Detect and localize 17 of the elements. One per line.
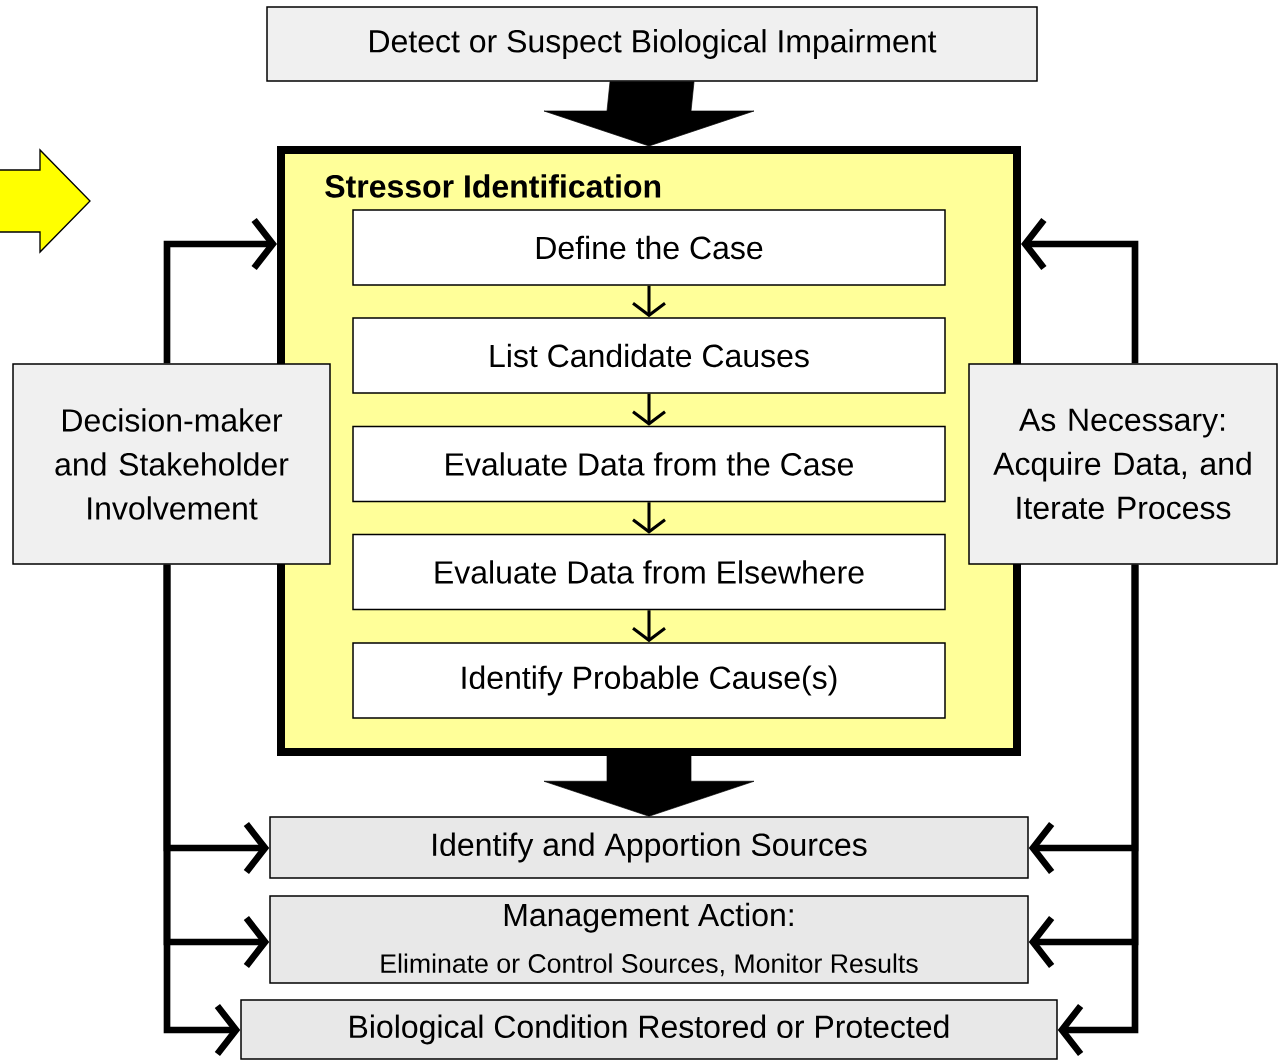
process-box: Identify and Apportion Sources bbox=[269, 816, 1029, 879]
process-box: Detect or Suspect Biological Impairment bbox=[266, 6, 1038, 82]
arrow bbox=[163, 564, 241, 1057]
side-box: Decision-maker and Stakeholder Involvement bbox=[12, 363, 331, 565]
arrow bbox=[1021, 217, 1139, 364]
process-box: Biological Condition Restored or Protected bbox=[240, 999, 1058, 1060]
step-box: List Candidate Causes bbox=[352, 317, 946, 394]
block-arrow bbox=[543, 755, 755, 817]
side-box: As Necessary: Acquire Data, and Iterate Process bbox=[968, 363, 1278, 565]
step-box: Identify Probable Cause(s) bbox=[352, 642, 946, 719]
step-box: Define the Case bbox=[352, 209, 946, 286]
block-arrow bbox=[543, 81, 755, 147]
process-box: Management Action: Eliminate or Control Sources, Monitor Results bbox=[269, 895, 1029, 984]
step-box: Evaluate Data from Elsewhere bbox=[352, 533, 946, 611]
arrow bbox=[1057, 564, 1139, 1057]
step-box: Evaluate Data from the Case bbox=[352, 425, 946, 503]
arrow bbox=[163, 217, 277, 364]
